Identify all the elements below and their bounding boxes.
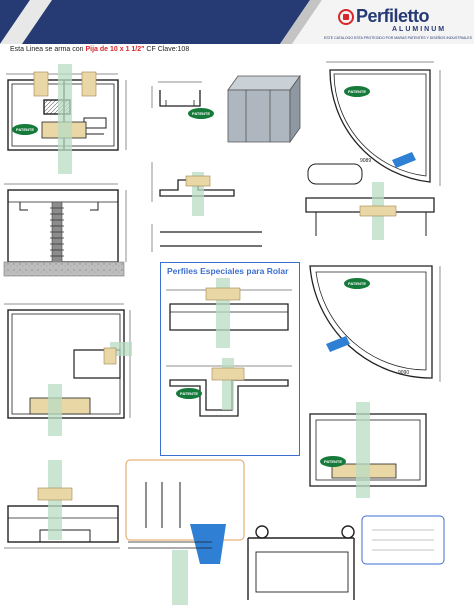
- concrete-base: [3, 261, 125, 277]
- profile-2: [4, 183, 127, 263]
- catalog-tagline: ESTE CATALOGO ESTA PROTEGIDO POR MARAS P…: [324, 36, 472, 40]
- patent-badge-2: PATENTE: [188, 108, 214, 119]
- code-label-a: 9089: [360, 158, 372, 164]
- glass-pane-1: [58, 64, 72, 174]
- logo-mark-icon: [338, 9, 354, 25]
- profile-7: [151, 224, 262, 252]
- right-profile-c: [247, 525, 355, 600]
- patent-badge-1: PATENTE: [12, 124, 38, 135]
- right-profile-a: [305, 197, 435, 236]
- header-banner: [0, 0, 474, 44]
- blue-accent-shape: [190, 524, 226, 564]
- patent-badge-6: PATENTE: [320, 456, 346, 467]
- assembly-note-prefix: Esta Linea se arma con: [10, 46, 84, 53]
- patent-badge-3: PATENTE: [344, 86, 370, 97]
- assembly-note-code: CF Clave:108: [146, 46, 190, 53]
- rolar-section-title: Perfiles Especiales para Rolar: [167, 266, 289, 276]
- assembly-note-screw: Pija de 10 x 1 1/2": [85, 46, 145, 53]
- label-card: [125, 459, 245, 541]
- curved-profile-2: [309, 265, 441, 382]
- profile-4: [4, 505, 120, 549]
- rolar-section-frame: [160, 262, 300, 456]
- rounded-profile: [307, 163, 363, 185]
- profile-drawings: [3, 61, 445, 605]
- screw-drawing: [51, 201, 63, 265]
- profile-3d: [227, 74, 301, 144]
- patent-badge-4: PATENTE: [344, 278, 370, 289]
- code-label-b: 9090: [398, 370, 410, 376]
- brand-name: Perfiletto: [356, 6, 430, 26]
- info-card: [361, 515, 445, 565]
- patent-badge-5: PATENTE: [176, 388, 202, 399]
- assembly-note: Esta Linea se arma con Pija de 10 x 1 1/…: [10, 46, 189, 53]
- brand-subtitle: ALUMINUM: [392, 26, 447, 33]
- profile-5: [151, 81, 202, 108]
- curved-profile-1: [326, 61, 441, 186]
